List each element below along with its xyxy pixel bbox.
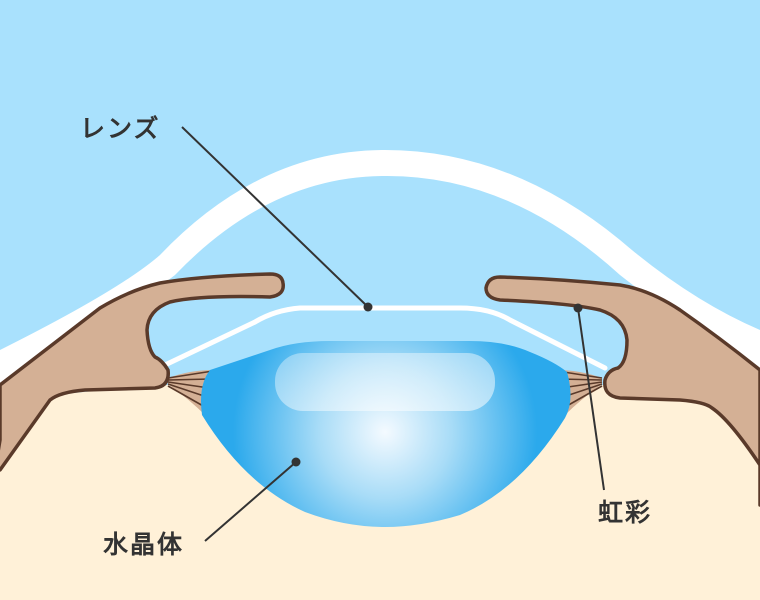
label-crystalline-lens: 水晶体 — [103, 530, 185, 559]
cornea — [0, 150, 760, 385]
leader-line-lens — [181, 126, 373, 312]
label-lens: レンズ — [80, 114, 161, 143]
leader-line-iris — [573, 303, 605, 491]
label-iris: 虹彩 — [598, 498, 653, 527]
contact-lens — [162, 305, 608, 371]
lens-highlight — [275, 353, 495, 411]
leader-line-crystalline-lens — [204, 457, 301, 542]
iris-left — [0, 272, 285, 472]
